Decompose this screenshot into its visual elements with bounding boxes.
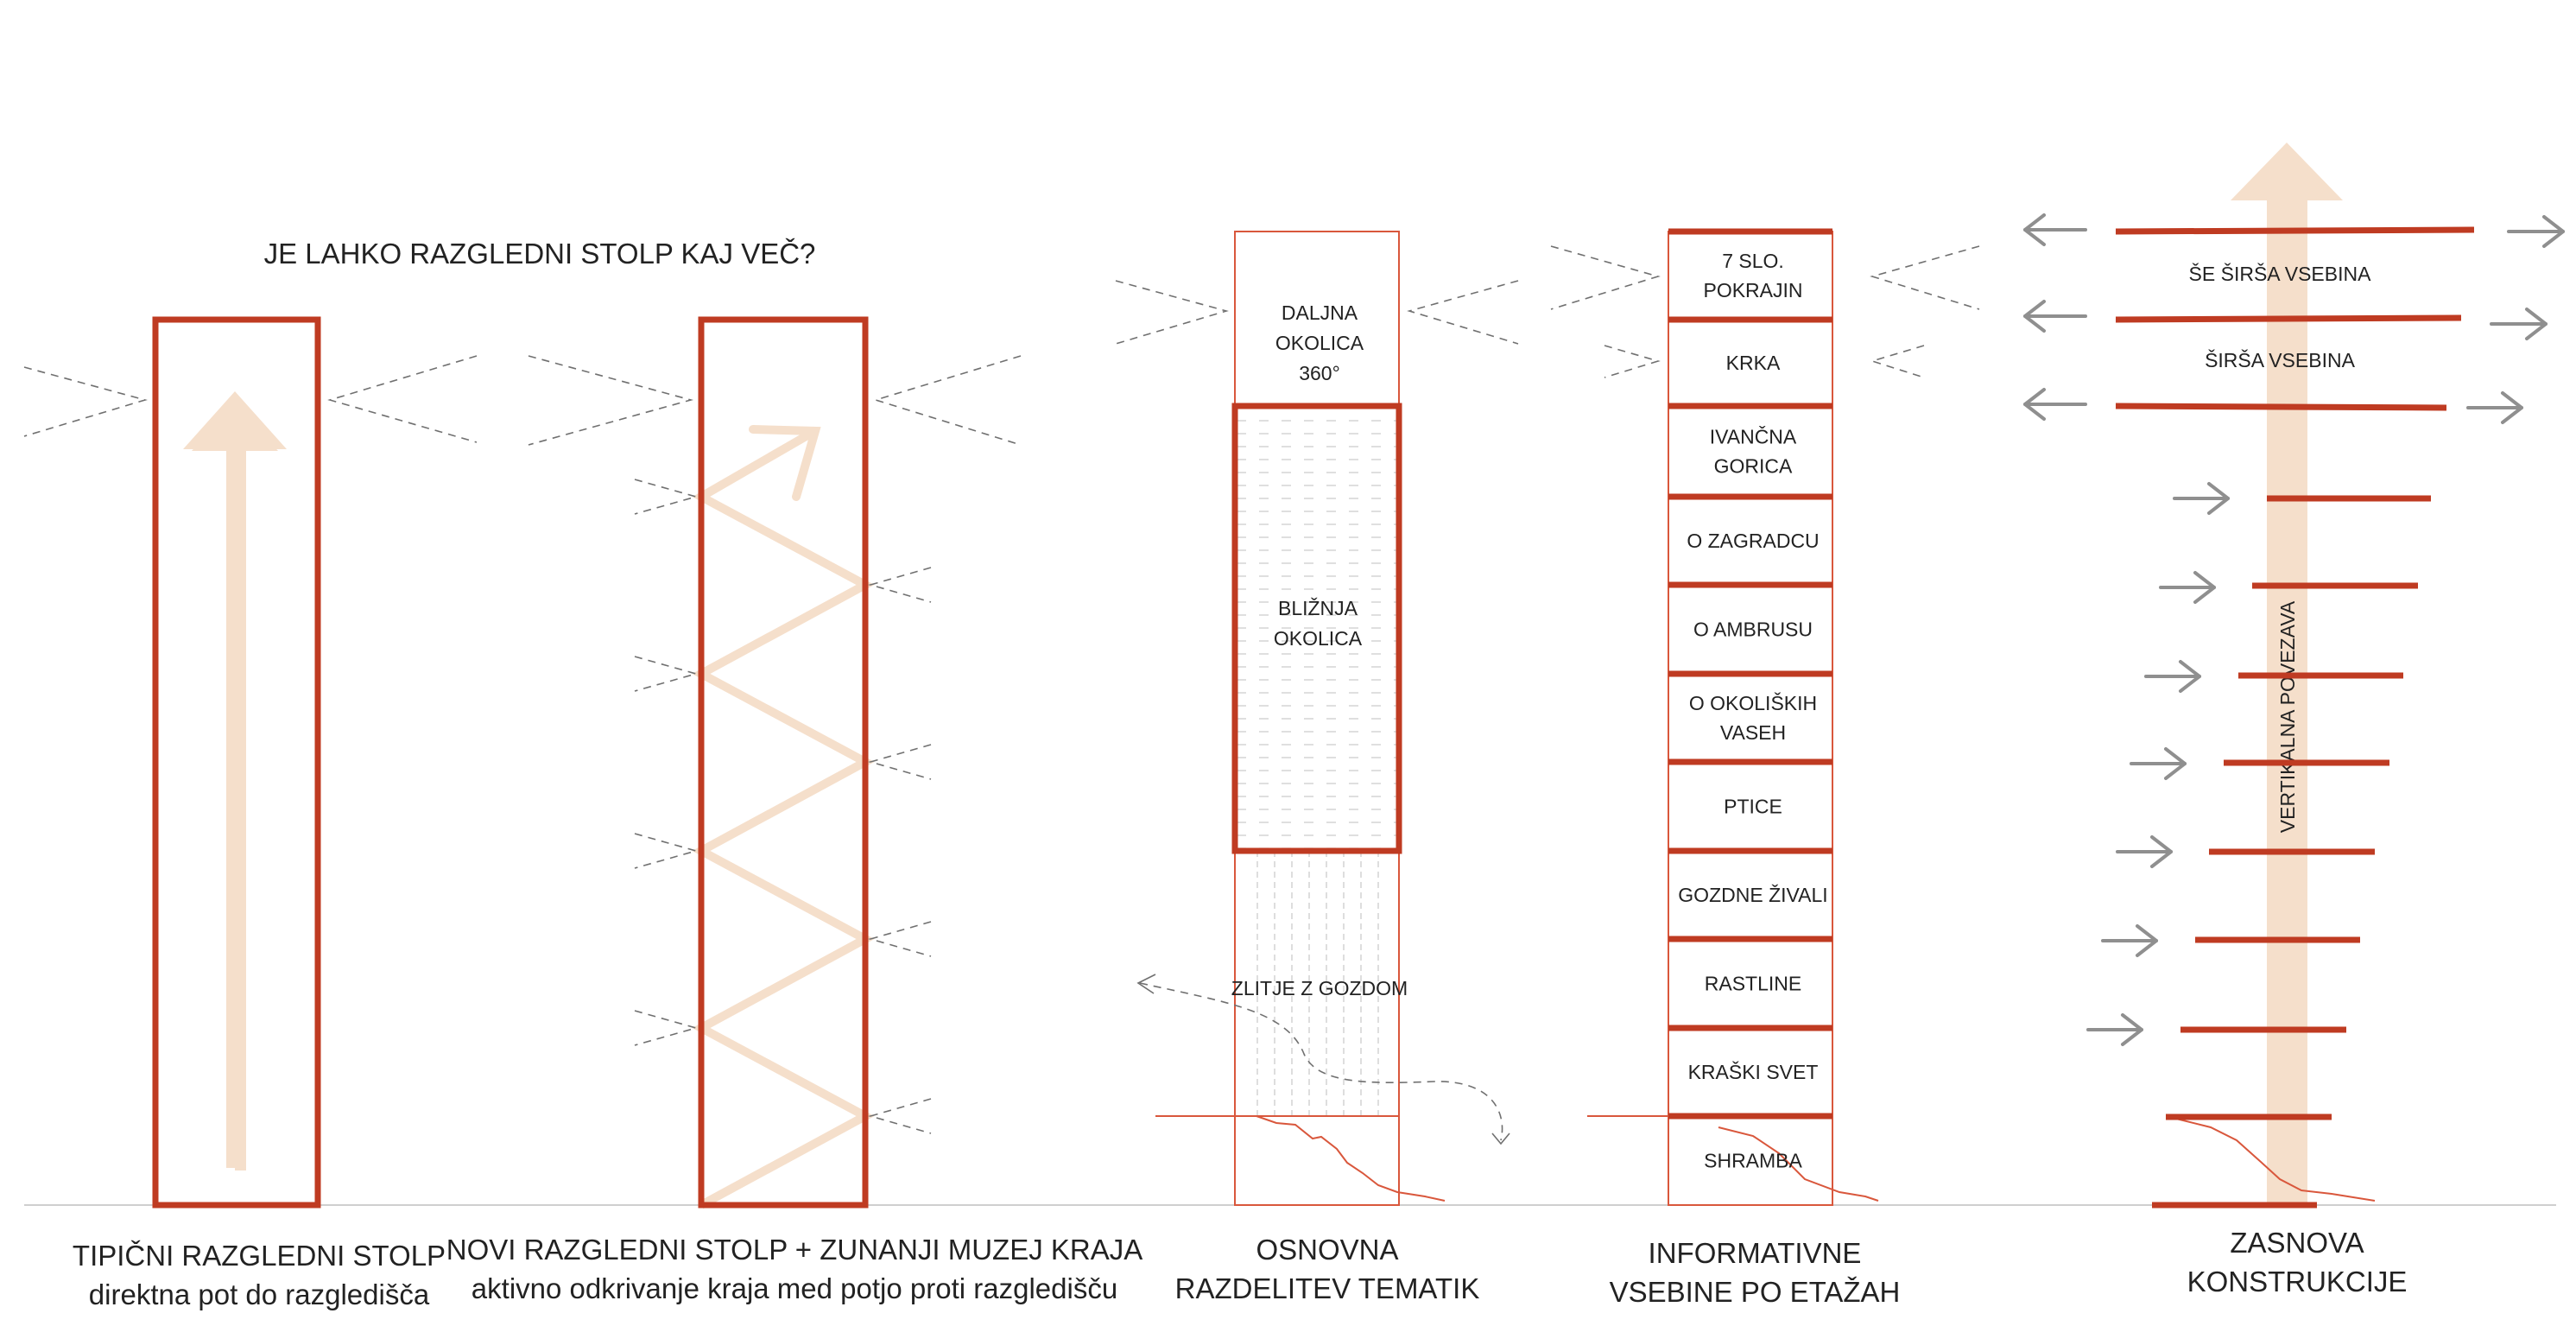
floor-label: PTICE [1724, 796, 1782, 818]
tower-thin-outline [1668, 231, 1833, 1206]
floor-label: IVANČNA [1710, 425, 1797, 448]
floor-label: KRAŠKI SVET [1688, 1060, 1819, 1083]
vertical-connection-label: VERTIKALNA POVEZAVA [2276, 600, 2299, 833]
floor-label: GOZDNE ŽIVALI [1678, 884, 1827, 906]
caption-subtitle: KONSTRUKCIJE [2187, 1266, 2408, 1297]
caption-subtitle: RAZDELITEV TEMATIK [1175, 1272, 1480, 1304]
forest-vertical-lines [1256, 851, 1379, 1116]
grey-direction-arrows [2023, 213, 2565, 1046]
diagram-typical-tower: TIPIČNI RAZGLEDNI STOLP direktna pot do … [23, 316, 478, 1310]
floor-label: KRKA [1726, 352, 1781, 374]
far-surroundings-label: DALJNA [1282, 301, 1358, 324]
floor-label: O OKOLIŠKIH [1689, 691, 1817, 714]
view-sightlines [1550, 245, 1980, 378]
floor-label: RASTLINE [1705, 973, 1801, 995]
diagram-themes: DALJNA OKOLICA 360° BLIŽNJA OKOLICA ZLIT… [1115, 231, 1519, 1304]
caption-subtitle: VSEBINE PO ETAŽAH [1610, 1276, 1901, 1308]
floor-label: POKRAJIN [1703, 279, 1802, 301]
caption-title: OSNOVNA [1256, 1234, 1398, 1266]
caption-title: TIPIČNI RAZGLEDNI STOLP [73, 1240, 446, 1272]
diagram-floors: 7 SLO. POKRAJIN KRKA IVANČNA GORICA O ZAGRADC… [1550, 228, 1980, 1308]
floor-label: 7 SLO. [1722, 250, 1784, 272]
tower-outline [152, 316, 321, 1209]
floor-label: GORICA [1714, 455, 1793, 478]
caption-title: ZASNOVA [2230, 1227, 2364, 1259]
heading: JE LAHKO RAZGLEDNI STOLP KAJ VEČ? [264, 238, 816, 270]
floor-labels: 7 SLO. POKRAJIN KRKA IVANČNA GORICA O ZAGRADC… [1678, 250, 1827, 1172]
view-sightlines [23, 355, 478, 443]
floor-label: SHRAMBA [1704, 1150, 1802, 1172]
band-label-top: ŠE ŠIRŠA VSEBINA [2189, 262, 2372, 285]
terrain-profile [1256, 1115, 1446, 1202]
forest-dashed-arrow [1139, 982, 1503, 1141]
view-sightlines [528, 355, 1022, 1134]
tower-outline [698, 316, 869, 1209]
caption-subtitle: aktivno odkrivanje kraja med potjo proti… [472, 1272, 1117, 1304]
far-surroundings-label: OKOLICA [1275, 332, 1364, 354]
view-sightlines [1115, 280, 1519, 345]
near-surroundings-zone [1231, 403, 1402, 854]
terrain-profile [1718, 1126, 1879, 1202]
forest-merge-label: ZLITJE Z GOZDOM [1231, 977, 1408, 999]
caption-title: INFORMATIVNE [1649, 1237, 1862, 1269]
terrain-profile [2175, 1118, 2376, 1202]
structure-slabs [2115, 226, 2475, 1209]
floor-label: VASEH [1720, 721, 1786, 744]
floor-slabs [1668, 228, 1832, 1120]
zigzag-path [692, 428, 875, 1209]
diagram-new-tower: NOVI RAZGLEDNI STOLP + ZUNANJI MUZEJ KRA… [446, 316, 1143, 1304]
near-surroundings-label: BLIŽNJA [1278, 597, 1358, 619]
caption-subtitle: direktna pot do razgledišča [89, 1278, 430, 1310]
near-surroundings-label: OKOLICA [1274, 627, 1363, 650]
caption-title: NOVI RAZGLEDNI STOLP + ZUNANJI MUZEJ KRA… [446, 1234, 1143, 1266]
diagram-structure: VERTIKALNA POVEZAVA [2023, 143, 2565, 1297]
far-surroundings-label: 360° [1299, 362, 1340, 384]
floor-label: O AMBRUSU [1693, 619, 1813, 641]
band-label-mid: ŠIRŠA VSEBINA [2205, 348, 2356, 371]
floor-label: O ZAGRADCU [1687, 530, 1819, 552]
